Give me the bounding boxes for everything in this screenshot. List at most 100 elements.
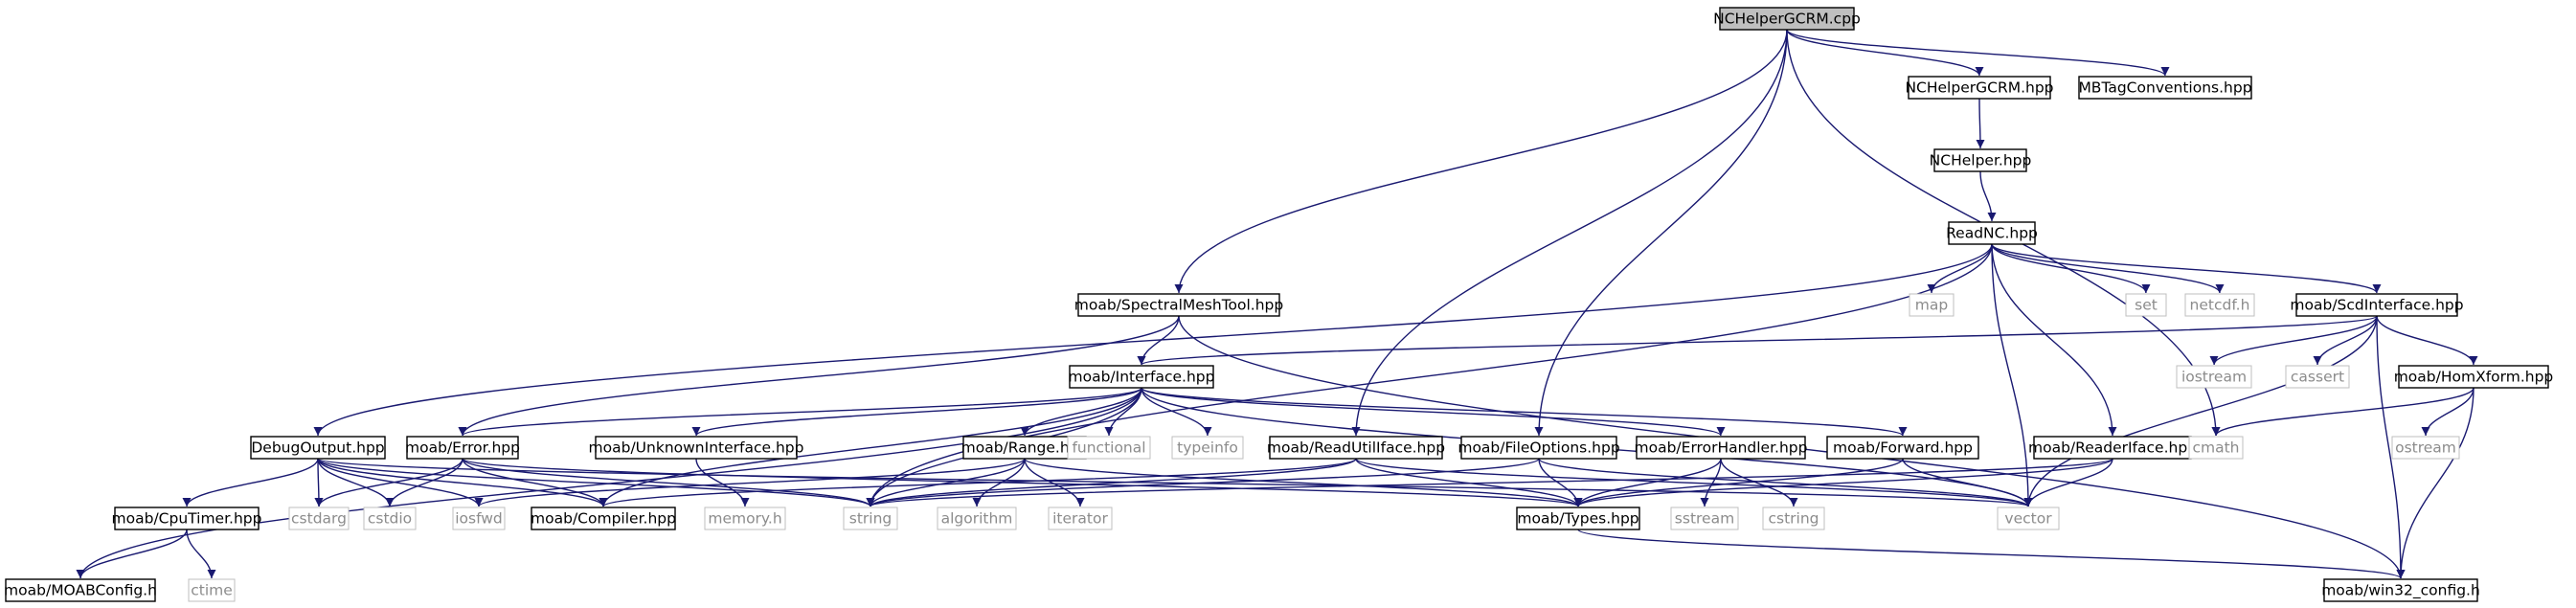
node-nchelper[interactable]: NCHelper.hpp — [1930, 148, 2032, 172]
node-label-homx: moab/HomXform.hpp — [2394, 369, 2554, 386]
node-root[interactable]: NCHelperGCRM.cpp — [1713, 7, 1861, 31]
node-homx[interactable]: moab/HomXform.hpp — [2394, 365, 2554, 389]
edge-readnc-to-vector — [1991, 243, 2033, 507]
edge-readnc-to-map — [1927, 243, 1993, 294]
node-label-iface: moab/Interface.hpp — [1069, 369, 1215, 386]
edge-iface-to-compiler — [599, 387, 1142, 507]
node-ostream: ostream — [2391, 436, 2460, 460]
edge-scd-to-cassert — [2313, 315, 2378, 366]
node-errh[interactable]: moab/ErrorHandler.hpp — [1635, 436, 1808, 460]
edge-fwd-to-types — [1573, 458, 1904, 507]
node-debug[interactable]: DebugOutput.hpp — [250, 436, 386, 460]
node-ctime: ctime — [188, 578, 236, 602]
node-win32[interactable]: moab/win32_config.h — [2321, 578, 2480, 602]
node-error[interactable]: moab/Error.hpp — [405, 436, 520, 460]
node-box-typeinfo — [1171, 436, 1244, 460]
node-label-moabcfg: moab/MOABConfig.h — [4, 582, 157, 599]
node-box-cassert — [2285, 365, 2350, 389]
node-cputimer[interactable]: moab/CpuTimer.hpp — [112, 507, 262, 530]
node-label-fopts: moab/FileOptions.hpp — [1457, 439, 1619, 457]
edge-fopts-to-vector — [1538, 458, 2033, 507]
edge-scd-to-homx — [2376, 315, 2478, 366]
node-string: string — [843, 507, 898, 530]
node-box-set — [2125, 293, 2167, 317]
node-box-moabcfg — [5, 578, 156, 602]
node-box-iface — [1069, 365, 1214, 389]
node-range[interactable]: moab/Range.hpp — [961, 436, 1089, 460]
node-label-fwd: moab/Forward.hpp — [1833, 439, 1973, 457]
node-label-error: moab/Error.hpp — [405, 439, 520, 457]
edge-rutil-to-string — [866, 458, 1357, 507]
node-label-readnc: ReadNC.hpp — [1946, 225, 2038, 242]
node-label-memory: memory.h — [708, 510, 781, 528]
node-box-errh — [1636, 436, 1806, 460]
node-vector: vector — [1997, 507, 2060, 530]
node-box-types — [1516, 507, 1640, 530]
node-box-cstring — [1762, 507, 1825, 530]
edge-cputimer-to-ctime — [186, 529, 216, 579]
node-box-netcdf — [2184, 293, 2255, 317]
edge-readnc-to-reader — [1991, 243, 2117, 437]
node-iface[interactable]: moab/Interface.hpp — [1069, 365, 1215, 389]
node-box-win32 — [2323, 578, 2478, 602]
node-label-map: map — [1915, 297, 1948, 314]
node-label-win32: moab/win32_config.h — [2321, 582, 2480, 600]
node-label-mbtag: MBTagConventions.hpp — [2078, 79, 2251, 97]
node-reader[interactable]: moab/ReaderIface.hpp — [2028, 436, 2197, 460]
node-fopts[interactable]: moab/FileOptions.hpp — [1457, 436, 1620, 460]
node-label-debug: DebugOutput.hpp — [251, 439, 384, 457]
node-label-iterator: iterator — [1052, 510, 1108, 528]
node-label-cassert: cassert — [2291, 369, 2344, 386]
node-scd[interactable]: moab/ScdInterface.hpp — [2290, 293, 2464, 317]
node-label-cputimer: moab/CpuTimer.hpp — [112, 510, 262, 528]
edge-error-to-compiler — [462, 458, 608, 507]
node-box-algorithm — [937, 507, 1017, 530]
node-mbtag[interactable]: MBTagConventions.hpp — [2078, 76, 2252, 100]
node-nchgcrm[interactable]: NCHelperGCRM.hpp — [1905, 76, 2054, 100]
edge-nchelper-to-readnc — [1979, 170, 1997, 222]
node-box-cstdarg — [288, 507, 350, 530]
node-compiler[interactable]: moab/Compiler.hpp — [531, 507, 676, 530]
node-readnc[interactable]: ReadNC.hpp — [1946, 221, 2038, 245]
node-smt[interactable]: moab/SpectralMeshTool.hpp — [1074, 293, 1283, 317]
node-label-errh: moab/ErrorHandler.hpp — [1635, 439, 1808, 457]
node-moabcfg[interactable]: moab/MOABConfig.h — [4, 578, 157, 602]
node-label-range: moab/Range.hpp — [961, 439, 1089, 457]
node-rutil[interactable]: moab/ReadUtilIface.hpp — [1267, 436, 1445, 460]
node-label-vector: vector — [2004, 510, 2052, 528]
node-fwd[interactable]: moab/Forward.hpp — [1826, 436, 1979, 460]
node-cstring: cstring — [1762, 507, 1825, 530]
edge-fopts-to-string — [866, 458, 1540, 507]
node-label-reader: moab/ReaderIface.hpp — [2028, 439, 2197, 457]
node-box-rutil — [1269, 436, 1443, 460]
node-box-smt — [1077, 293, 1280, 317]
node-box-string — [843, 507, 898, 530]
node-box-ostream — [2391, 436, 2460, 460]
edge-nchgcrm-to-nchelper — [1976, 98, 1985, 149]
edge-homx-to-win32 — [2396, 387, 2474, 579]
edge-error-to-cstdarg — [314, 458, 463, 507]
node-box-iostream — [2176, 365, 2252, 389]
node-box-ctime — [188, 578, 236, 602]
node-label-algorithm: algorithm — [941, 510, 1013, 528]
node-typeinfo: typeinfo — [1171, 436, 1244, 460]
node-memory: memory.h — [704, 507, 786, 530]
node-box-compiler — [531, 507, 676, 530]
node-box-iterator — [1048, 507, 1113, 530]
node-box-vector — [1997, 507, 2060, 530]
edge-root-to-rutil — [1351, 29, 1788, 437]
edge-root-to-nchgcrm — [1786, 29, 1984, 77]
edge-rutil-to-compiler — [599, 458, 1357, 507]
edge-fwd-to-vector — [1902, 458, 2033, 507]
node-label-unknown: moab/UnknownInterface.hpp — [589, 439, 804, 457]
node-unknown[interactable]: moab/UnknownInterface.hpp — [589, 436, 804, 460]
node-cmath: cmath — [2188, 436, 2244, 460]
edge-root-to-smt — [1174, 29, 1788, 294]
edge-debug-to-cstdarg — [314, 458, 324, 507]
node-sstream: sstream — [1670, 507, 1739, 530]
node-box-debug — [250, 436, 386, 460]
node-box-map — [1909, 293, 1955, 317]
edge-smt-to-error — [458, 315, 1180, 437]
node-types[interactable]: moab/Types.hpp — [1516, 507, 1640, 530]
